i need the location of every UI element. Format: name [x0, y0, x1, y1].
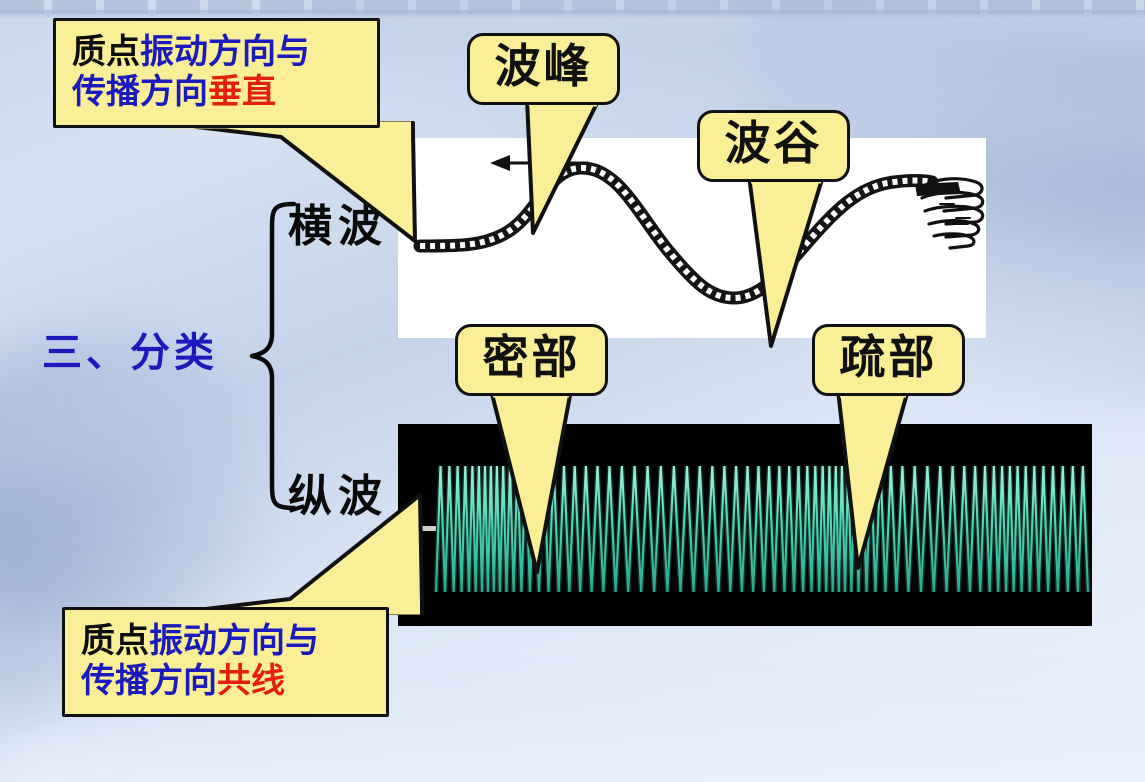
- callout-rarefaction-label: 疏部: [812, 324, 965, 396]
- callout-compression-label: 密部: [455, 324, 608, 396]
- longitudinal-wave-panel: [398, 424, 1092, 626]
- definition-line-1: 质点振动方向与: [72, 32, 310, 72]
- branch-label-longitudinal: 纵波: [288, 471, 388, 522]
- definition-seg-relation: 共线: [217, 661, 285, 701]
- callout-longitudinal-definition-body: 质点振动方向与 传播方向共线: [62, 607, 389, 717]
- classification-title: 三、分类: [42, 329, 218, 376]
- callout-trough[interactable]: 波谷: [697, 110, 850, 348]
- callout-crest[interactable]: 波峰: [467, 33, 620, 235]
- rope: [413, 161, 939, 305]
- definition-line-2: 传播方向共线: [81, 661, 285, 701]
- callout-trough-label: 波谷: [697, 110, 850, 182]
- callout-rarefaction[interactable]: 疏部: [812, 324, 965, 570]
- definition-seg-particle: 质点: [81, 620, 149, 661]
- branch-label-transverse: 横波: [288, 201, 388, 252]
- definition-seg-vibration: 振动方向与: [149, 620, 319, 661]
- callout-compression[interactable]: 密部: [455, 324, 608, 574]
- definition-seg-propagation: 传播方向: [72, 72, 208, 112]
- definition-seg-particle: 质点: [72, 31, 140, 72]
- definition-line-1: 质点振动方向与: [81, 621, 319, 661]
- transverse-wave-panel: [398, 138, 986, 338]
- slinky-knob: [402, 516, 436, 542]
- callout-crest-label: 波峰: [467, 33, 620, 105]
- callout-transverse-definition-body: 质点振动方向与 传播方向垂直: [53, 18, 380, 128]
- background-top-shadow: [0, 10, 1145, 19]
- transverse-wave-drawing: [413, 155, 985, 305]
- slinky-drawing: [402, 465, 1091, 593]
- definition-seg-propagation: 传播方向: [81, 661, 217, 701]
- definition-line-2: 传播方向垂直: [72, 72, 276, 112]
- callout-longitudinal-definition[interactable]: 质点振动方向与 传播方向共线: [62, 493, 424, 717]
- definition-seg-vibration: 振动方向与: [140, 31, 310, 72]
- slinky-coils: [433, 465, 1091, 593]
- hand-icon: [915, 177, 985, 250]
- callout-transverse-definition[interactable]: 质点振动方向与 传播方向垂直: [53, 18, 417, 243]
- definition-seg-relation: 垂直: [208, 72, 276, 112]
